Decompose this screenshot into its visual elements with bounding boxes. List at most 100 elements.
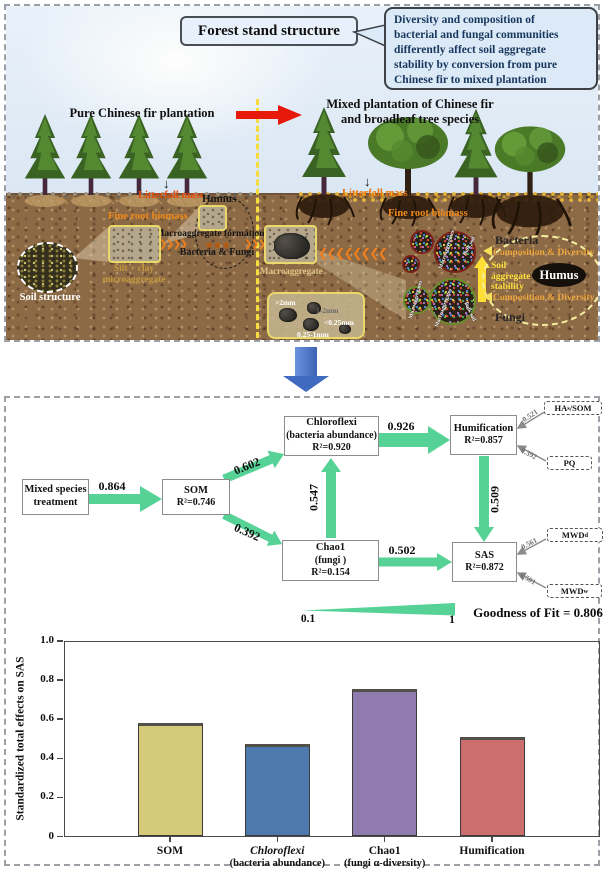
humus-dashed-circle	[195, 196, 254, 269]
macro-formation-label: Macroaggregate formation	[155, 229, 265, 239]
y-tick	[57, 757, 63, 760]
orange-dots-icon: ● ● ●	[206, 241, 230, 249]
x-tick	[491, 836, 493, 842]
callout-line: Diversity and composition of	[394, 14, 535, 26]
macroaggregate-label: Macroaggregate	[260, 266, 323, 276]
x-tick	[383, 836, 386, 842]
sem-node-chao1: Chao1(fungi )R²=0.154	[282, 540, 379, 581]
y-tick	[57, 640, 63, 642]
conversion-arrow-icon	[236, 105, 302, 125]
y-tick	[57, 796, 63, 799]
macroaggregate-image-box	[264, 225, 317, 264]
community-dashed-ellipse	[482, 235, 598, 326]
callout-line: stability by conversion from pure	[394, 58, 558, 71]
goodness-of-fit-label: Goodness of Fit = 0.806	[473, 605, 603, 620]
callout-line: Chinese fir to mixed plantation	[394, 73, 547, 86]
y-tick	[57, 679, 63, 681]
down-arrow-icon: ↓	[163, 176, 170, 191]
litter-band	[298, 191, 598, 202]
y-tick-label: 1.0	[40, 634, 54, 646]
x-tick	[169, 836, 171, 842]
soil-structure-circle	[17, 242, 78, 293]
ellipse-arrowhead-icon	[483, 292, 492, 302]
callout-line: differently affect soil aggregate	[394, 43, 546, 56]
chart-bar	[244, 744, 310, 837]
y-tick-label: 0.6	[40, 712, 54, 725]
ellipse-arrowhead-icon	[483, 246, 492, 256]
litterfall-right-label: Litterfall mass	[342, 188, 408, 199]
aggregate-circle	[403, 286, 431, 314]
humus-right-label: Humus	[532, 263, 586, 287]
x-category-label: Chao1	[368, 844, 401, 857]
stones-band	[6, 191, 254, 199]
indicator-pq: PQ	[547, 456, 592, 470]
chart-bar	[137, 723, 203, 837]
y-tick	[57, 835, 63, 838]
size-1-2-label: 1-2mm	[316, 306, 339, 315]
aggregate-circle	[434, 231, 476, 273]
bacteria-fungi-label: Bacteria & Fungi	[179, 247, 255, 258]
divider-dashed-line	[256, 99, 259, 338]
coef-chloroflexi-humification: 0.926	[387, 419, 415, 433]
y-tick	[57, 718, 63, 720]
soil-structure-label: Soil structure	[19, 292, 81, 303]
x-category-sublabel: (bacteria abundance)	[229, 857, 325, 869]
comp-div-top-label: Composition & Diversity	[493, 248, 595, 258]
fine-root-right-label: Fine root biomass	[388, 208, 468, 219]
aggregate-circle	[410, 230, 434, 254]
y-tick-label: 0.2	[40, 790, 54, 803]
callout-line: bacterial and fungal communities	[394, 28, 559, 41]
legend-max-label: 1	[449, 614, 455, 626]
down-arrow-icon: ↓	[364, 174, 371, 189]
y-axis-title: Standardized total effects on SAS	[14, 656, 27, 821]
y-tick-label: 0	[48, 829, 55, 842]
comp-div-bottom-label: Composition & Diversity	[493, 293, 595, 303]
fungi-label: Fungi	[495, 310, 526, 324]
sem-arrows	[89, 410, 547, 616]
x-category-label: Humification	[459, 844, 525, 857]
x-category-sublabel: (fungi α-diversity)	[343, 857, 426, 869]
panel-title: Forest stand structure	[180, 16, 358, 46]
bar-plot-area	[63, 641, 600, 837]
callout-tail	[351, 23, 390, 49]
fine-root-left-label: Fine root biomass	[108, 211, 188, 222]
chevrons-right2-icon: ❯❯❯	[244, 239, 266, 250]
summary-callout: Diversity and composition of bacterial a…	[384, 7, 598, 90]
forest-panel: Forest stand structure Diversity and com…	[4, 4, 600, 342]
x-category-label: Chloroflexi	[250, 844, 305, 857]
chart-bar	[459, 736, 525, 837]
x-category-label: SOM	[156, 844, 184, 857]
aggregate-circle	[402, 255, 420, 273]
humus-image-box	[198, 205, 227, 231]
aggregate-circle	[429, 278, 476, 325]
trees-illustration	[24, 107, 572, 320]
aggregate-size-box: >2mm 1-2mm <0.25mm 0.25-1mm	[267, 292, 365, 339]
coef-mixed-som: 0.864	[98, 479, 126, 493]
x-tick	[276, 836, 279, 842]
chevrons-right-icon: ❯❯❯❯	[159, 239, 188, 250]
silt-clay-image-box	[108, 225, 161, 263]
bacteria-label: Bacteria	[495, 233, 539, 247]
coef-humification-sas: 0.509	[487, 486, 502, 513]
left-stand-label: Pure Chinese fir plantation	[69, 106, 215, 120]
size-gt2-label: >2mm	[275, 298, 296, 307]
y-tick-label: 0.8	[40, 673, 54, 686]
coef-chao1-chloroflexi: 0.547	[306, 484, 321, 511]
size-025-1-label: 0.25-1mm	[297, 330, 329, 339]
legend-min-label: 0.1	[300, 613, 316, 625]
sem-node-chloroflexi: Chloroflexi(bacteria abundance)R²=0.920	[284, 416, 379, 456]
coef-chao1-sas: 0.502	[388, 543, 416, 557]
chevrons-left-icon: ❮❮❮❮❮❮❮❮	[318, 246, 388, 260]
chart-bar	[352, 688, 418, 837]
litterfall-left-label: Litterfall mass	[138, 190, 204, 201]
